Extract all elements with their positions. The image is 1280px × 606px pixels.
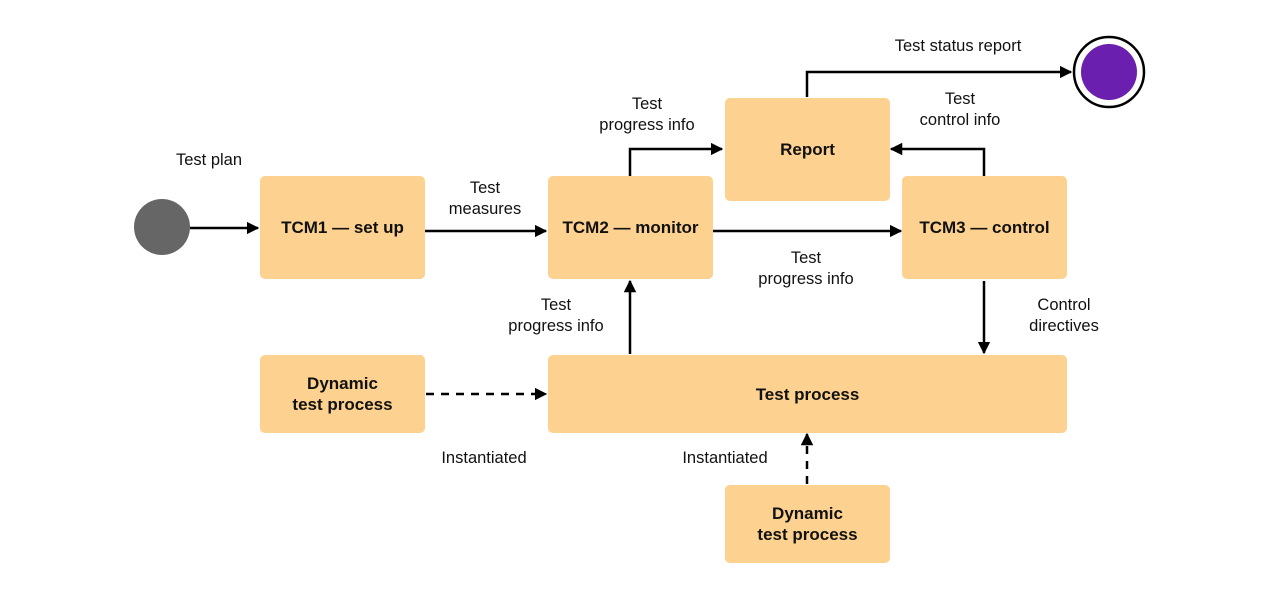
label-instantiated-left: Instantiated — [441, 449, 527, 467]
report-box: Report — [725, 98, 890, 201]
label-test-measures: Test measures — [448, 179, 522, 218]
tcm1-box: TCM1 — set up — [260, 176, 425, 279]
report-label: Report — [780, 140, 835, 159]
tcm1-label: TCM1 — set up — [281, 218, 404, 237]
label-process-tcm2-progress: Test progress info — [508, 296, 604, 335]
tcm3-box: TCM3 — control — [902, 176, 1067, 279]
test-process-box: Test process — [548, 355, 1067, 433]
tcm2-box: TCM2 — monitor — [548, 176, 713, 279]
end-node-core — [1081, 44, 1137, 100]
tcm3-label: TCM3 — control — [919, 218, 1050, 237]
label-test-control-info: Test control info — [919, 90, 1001, 129]
label-tcm2-report-progress: Test progress info — [599, 95, 695, 134]
label-instantiated-bottom: Instantiated — [682, 449, 768, 467]
tcm2-label: TCM2 — monitor — [562, 218, 699, 237]
label-test-plan: Test plan — [175, 151, 243, 169]
dynamic-test-process-left-label: Dynamic test process — [292, 374, 393, 414]
dynamic-test-process-left-box: Dynamic test process — [260, 355, 425, 433]
start-node — [134, 199, 190, 255]
edge-report-to-end — [805, 65, 1073, 97]
edge-tcm2-to-report — [628, 142, 724, 176]
edge-tcm3-to-report — [889, 142, 986, 176]
dynamic-test-process-bottom-box: Dynamic test process — [725, 485, 890, 563]
test-process-label: Test process — [755, 384, 860, 404]
label-tcm2-tcm3-progress: Test progress info — [758, 249, 854, 288]
dynamic-test-process-bottom-label: Dynamic test process — [757, 504, 858, 544]
label-test-status-report: Test status report — [894, 37, 1022, 55]
label-control-directives: Control directives — [1029, 296, 1099, 335]
